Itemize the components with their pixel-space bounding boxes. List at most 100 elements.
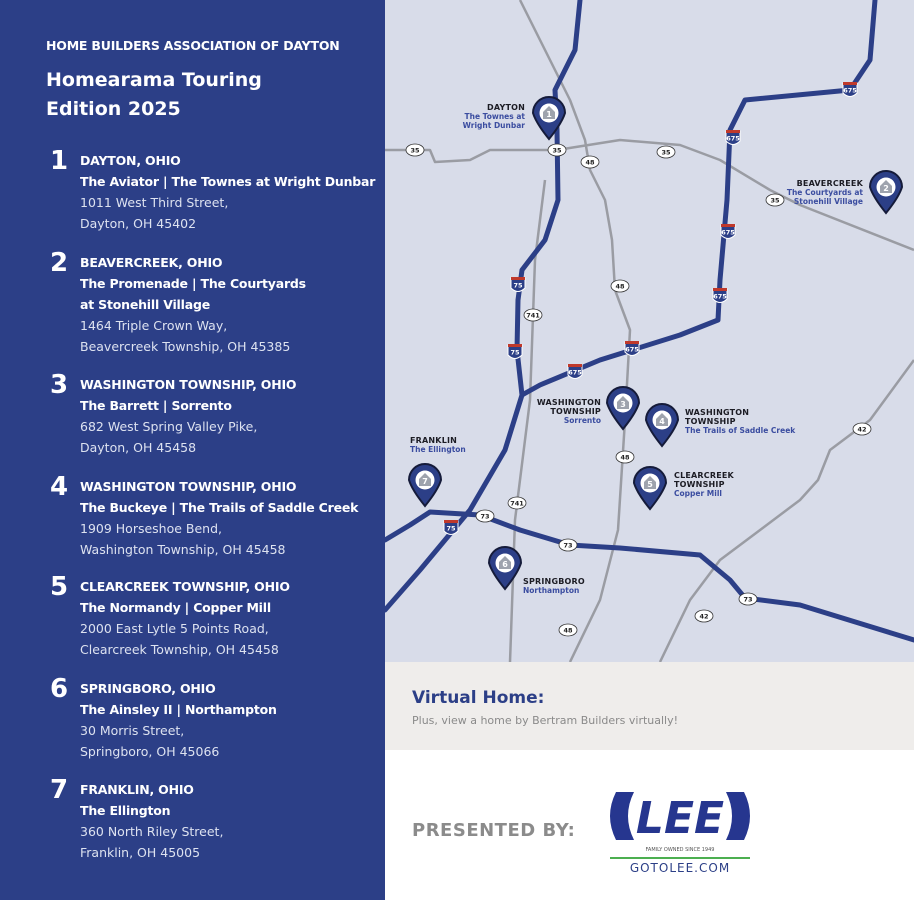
title-line: Edition 2025 (46, 98, 181, 120)
stop-address: 360 North Riley Street, (80, 824, 224, 839)
route-number: 48 (615, 283, 625, 291)
stop-homes: The Ainsley II | Northampton (80, 702, 277, 717)
route-shield-sr42: 42 (694, 609, 714, 623)
route-number: 675 (713, 293, 727, 301)
stop-city: WASHINGTON TOWNSHIP, OHIO (80, 377, 297, 392)
map-pin-3[interactable]: 3 (605, 386, 641, 431)
route-shield-sr73: 73 (475, 509, 495, 523)
tour-list-panel: HOME BUILDERS ASSOCIATION OF DAYTON Home… (0, 0, 385, 900)
route-number: 75 (510, 349, 520, 357)
route-shield-sr48: 48 (610, 279, 630, 293)
map-pin-6[interactable]: 6 (487, 546, 523, 591)
stop-homes: The Buckeye | The Trails of Saddle Creek (80, 500, 359, 515)
stop-homes: at Stonehill Village (80, 297, 210, 312)
stop-address: 1011 West Third Street, (80, 195, 229, 210)
route-number: 35 (552, 147, 562, 155)
map-pin-1[interactable]: 1 (531, 96, 567, 141)
route-shield-sr42: 42 (852, 422, 872, 436)
route-number: 741 (510, 500, 524, 508)
stop-address: Beavercreek Township, OH 45385 (80, 339, 291, 354)
stop-homes: The Barrett | Sorrento (80, 398, 232, 413)
title-line: Homearama Touring (46, 69, 262, 91)
org-name: HOME BUILDERS ASSOCIATION OF DAYTON (46, 38, 340, 53)
map-pin-7[interactable]: 7 (407, 463, 443, 508)
stop-homes: The Promenade | The Courtyards (80, 276, 306, 291)
route-number: 675 (726, 135, 740, 143)
stop-address: 30 Morris Street, (80, 723, 185, 738)
map-pin-4[interactable]: 4 (644, 403, 680, 448)
route-shield-i675: 675 (725, 130, 741, 145)
stop-homes: The Ellington (80, 803, 171, 818)
route-shield-i75: 75 (443, 520, 459, 535)
stop-address: 1464 Triple Crown Way, (80, 318, 228, 333)
route-number: 675 (843, 87, 857, 95)
stop-city: BEAVERCREEK, OHIO (80, 255, 223, 270)
pin-number: 1 (546, 110, 552, 119)
stop-address: Dayton, OH 45458 (80, 440, 197, 455)
route-shield-sr48: 48 (615, 450, 635, 464)
route-shield-us35: 35 (547, 143, 567, 157)
stop-number: 3 (50, 370, 69, 400)
route-number: 42 (699, 613, 708, 621)
stop-number: 7 (50, 775, 69, 805)
stop-address: Clearcreek Township, OH 45458 (80, 642, 279, 657)
stop-address: Franklin, OH 45005 (80, 845, 201, 860)
route-number: 73 (743, 596, 752, 604)
sponsor-tagline: FAMILY OWNED SINCE 1949 (645, 847, 715, 853)
lee-logo[interactable]: LEE (604, 790, 756, 842)
stop-address: 682 West Spring Valley Pike, (80, 419, 258, 434)
stop-number: 6 (50, 674, 69, 704)
route-number: 48 (585, 159, 595, 167)
route-shield-i675: 675 (567, 364, 583, 379)
route-number: 741 (526, 312, 540, 320)
route-shield-i75: 75 (510, 277, 526, 292)
presented-by-label: PRESENTED BY: (412, 820, 576, 841)
route-shield-us35: 35 (765, 193, 785, 207)
map-pin-5[interactable]: 5 (632, 466, 668, 511)
map-pin-2[interactable]: 2 (868, 170, 904, 215)
stop-number: 5 (50, 572, 69, 602)
route-number: 42 (857, 426, 866, 434)
stop-address: Springboro, OH 45066 (80, 744, 220, 759)
divider (610, 857, 750, 859)
route-number: 73 (480, 513, 489, 521)
pin-number: 4 (659, 417, 665, 426)
route-shield-sr48: 48 (558, 623, 578, 637)
route-shield-sr48: 48 (580, 155, 600, 169)
logo-text: LEE (636, 793, 724, 842)
stop-address: 2000 East Lytle 5 Points Road, (80, 621, 269, 636)
road-sr48 (518, 0, 632, 662)
virtual-home-subtitle: Plus, view a home by Bertram Builders vi… (412, 714, 679, 727)
sponsor-url[interactable]: GOTOLEE.COM (629, 861, 731, 875)
stop-city: WASHINGTON TOWNSHIP, OHIO (80, 479, 297, 494)
stop-city: SPRINGBORO, OHIO (80, 681, 216, 696)
route-number: 35 (410, 147, 420, 155)
route-number: 75 (513, 282, 523, 290)
route-number: 675 (568, 369, 582, 377)
route-shield-i675: 675 (720, 224, 736, 239)
route-shield-us35: 35 (405, 143, 425, 157)
route-shield-sr741: 741 (523, 308, 543, 322)
pin-number: 6 (502, 560, 508, 569)
stop-address: 1909 Horseshoe Bend, (80, 521, 223, 536)
route-number: 75 (446, 525, 456, 533)
pin-number: 3 (620, 400, 626, 409)
stop-homes: The Aviator | The Townes at Wright Dunba… (80, 174, 376, 189)
stop-number: 1 (50, 146, 69, 176)
stop-address: Washington Township, OH 45458 (80, 542, 286, 557)
route-number: 48 (563, 627, 573, 635)
stop-address: Dayton, OH 45402 (80, 216, 197, 231)
route-shield-sr741: 741 (507, 496, 527, 510)
road-us35 (385, 138, 914, 252)
pin-number: 5 (647, 480, 653, 489)
route-shield-i675: 675 (624, 341, 640, 356)
pin-number: 7 (422, 477, 428, 486)
route-number: 48 (620, 454, 630, 462)
virtual-home-banner[interactable]: Virtual Home: Plus, view a home by Bertr… (385, 662, 914, 750)
